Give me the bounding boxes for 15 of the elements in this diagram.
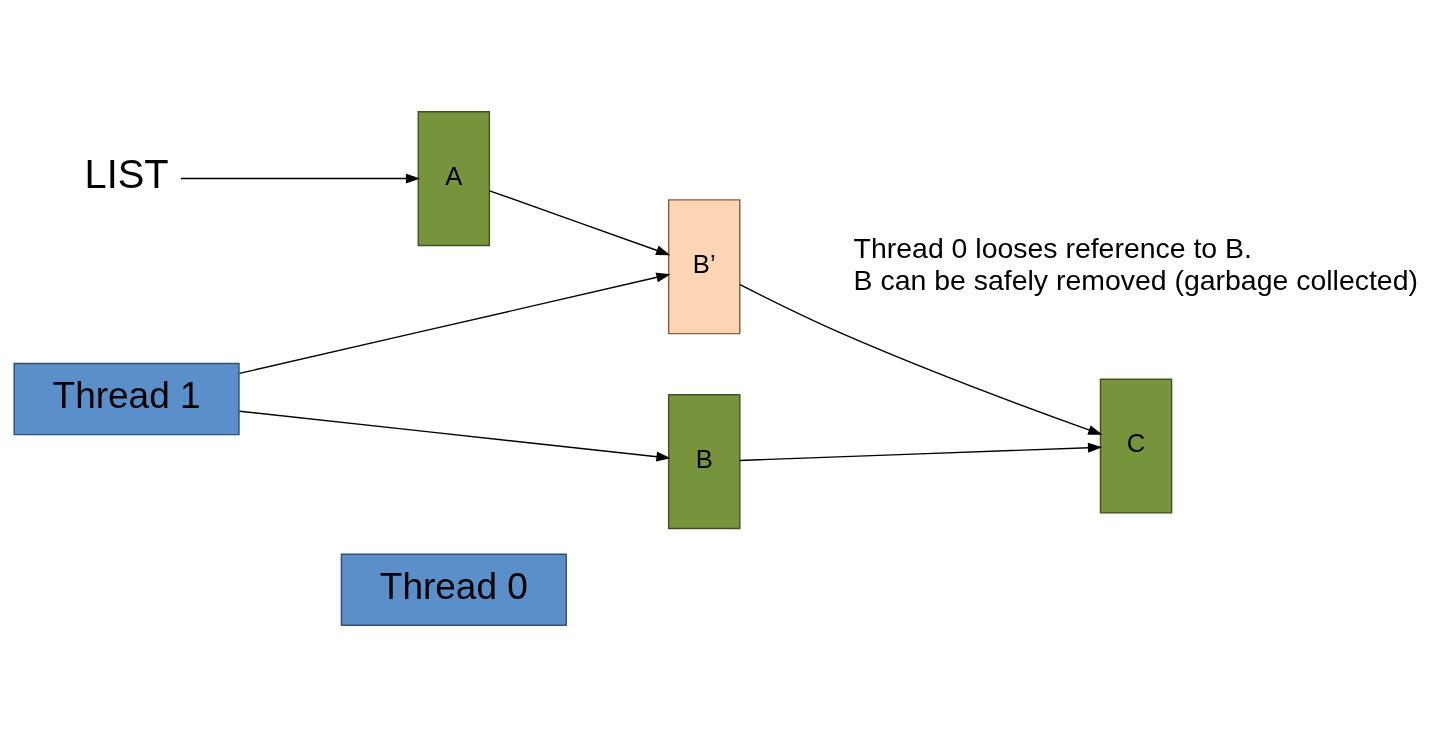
arrow [238, 410, 671, 462]
label: B can be safely removed (garbage collected) [853, 263, 1418, 296]
arrow [739, 283, 1103, 435]
node-box: C [1099, 378, 1173, 514]
node-box: A [417, 111, 491, 247]
node-box: B’ [667, 199, 741, 335]
node-text: LIST [84, 152, 169, 197]
node-box: Thread 0 [340, 553, 567, 626]
node-box: B [667, 394, 741, 530]
arrow [238, 272, 671, 375]
arrow [180, 173, 421, 184]
node-box: Thread 1 [13, 362, 240, 436]
arrow [488, 190, 671, 256]
label: Thread 0 looses reference to B. [853, 232, 1252, 265]
arrow [739, 442, 1103, 462]
